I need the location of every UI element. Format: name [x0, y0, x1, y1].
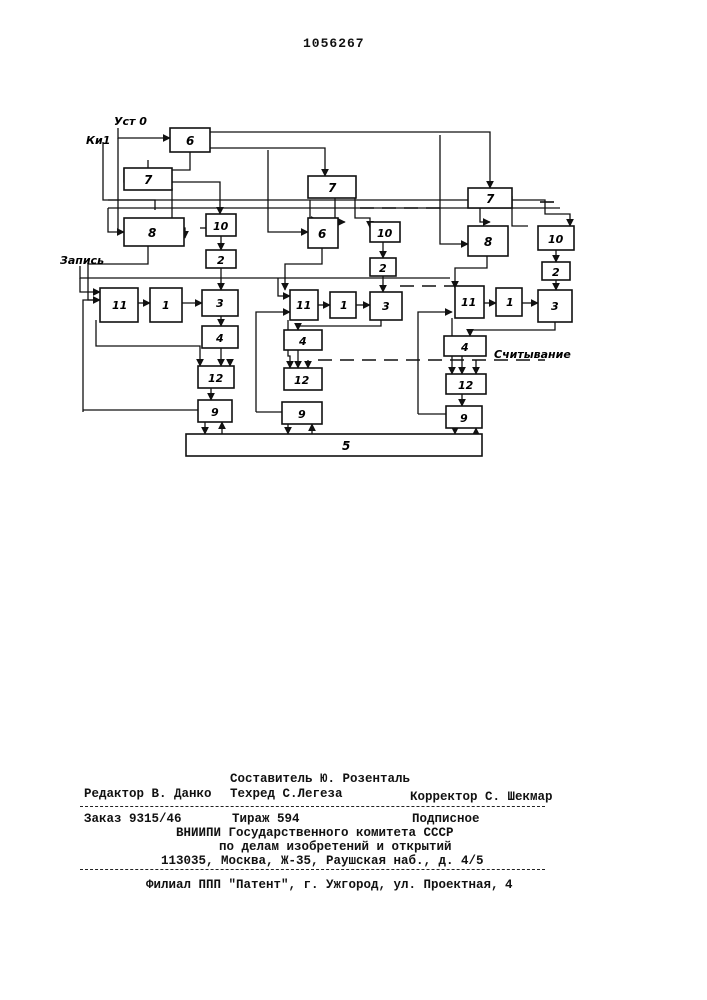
- affairs: по делам изобретений и открытий: [219, 840, 452, 854]
- circulation: Тираж 594: [232, 812, 300, 826]
- branch-number: 4: [505, 878, 513, 892]
- address: 113035, Москва, Ж-35, Раушская наб., д. …: [161, 854, 484, 868]
- corrector: Корректор С. Шекмар: [410, 790, 553, 804]
- order: Заказ 9315/46: [84, 812, 182, 826]
- divider: [80, 806, 545, 807]
- divider: [80, 869, 545, 870]
- compiler: Составитель Ю. Розенталь: [230, 772, 410, 786]
- subscription: Подписное: [412, 812, 480, 826]
- branch: Филиал ППП "Патент", г. Ужгород, ул. Про…: [146, 878, 499, 892]
- techred: Техред С.Легеза: [230, 787, 343, 801]
- vniipi: ВНИИПИ Государственного комитета СССР: [176, 826, 454, 840]
- editor: Редактор В. Данко: [84, 787, 212, 801]
